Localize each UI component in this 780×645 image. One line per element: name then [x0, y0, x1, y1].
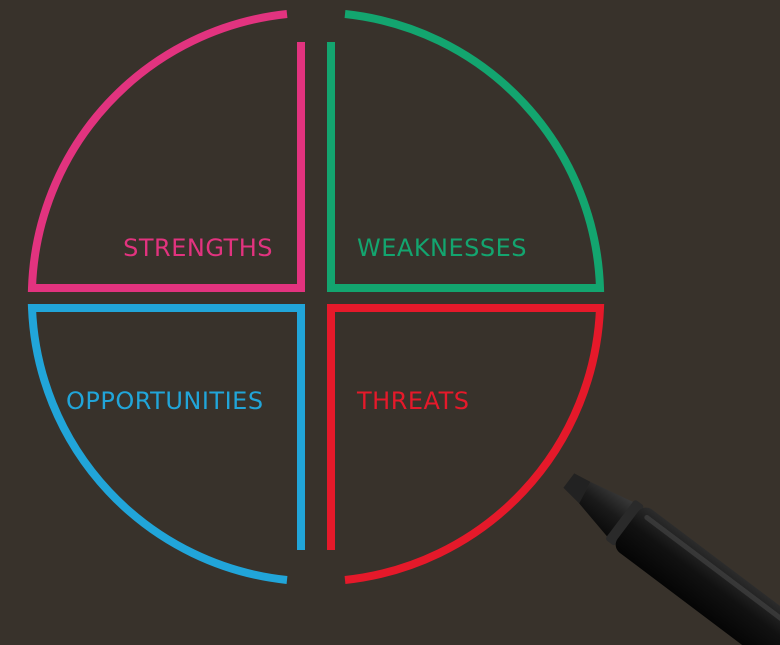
threats-outline: [327, 304, 605, 584]
strengths-quadrant: STRENGTHS: [27, 10, 305, 292]
weaknesses-quadrant: WEAKNESSES: [327, 10, 605, 292]
marker-body: [615, 507, 780, 645]
opportunities-quadrant: OPPORTUNITIES: [27, 304, 305, 584]
strengths-label: STRENGTHS: [123, 234, 273, 262]
marker-collar: [606, 500, 644, 546]
threats-quadrant: THREATS: [327, 304, 605, 584]
threats-label: THREATS: [356, 387, 470, 415]
marker-highlight: [644, 514, 780, 626]
weaknesses-outline: [327, 10, 605, 292]
opportunities-outline: [27, 304, 305, 584]
marker-cone: [579, 481, 635, 538]
strengths-outline: [27, 10, 305, 292]
opportunities-label: OPPORTUNITIES: [66, 387, 264, 415]
weaknesses-label: WEAKNESSES: [357, 234, 527, 262]
marker-pen-icon: [563, 473, 780, 645]
marker-tip: [563, 473, 591, 504]
